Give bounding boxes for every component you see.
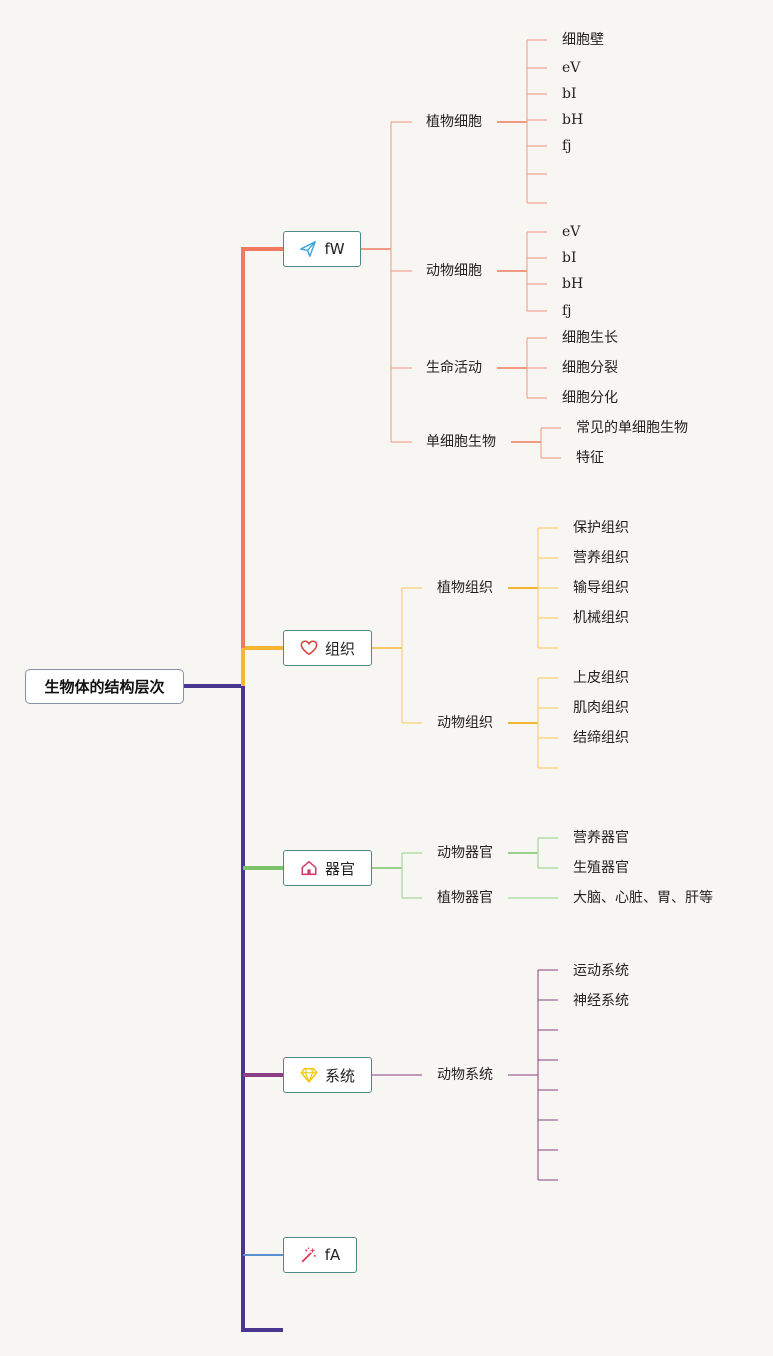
leaf-node[interactable]: 上皮组织: [573, 670, 629, 686]
node-organ[interactable]: 器官: [283, 850, 372, 886]
leaf-node[interactable]: 细胞生长: [562, 330, 618, 346]
paper-plane-icon: [299, 240, 317, 258]
leaf-node[interactable]: 大脑、心脏、胃、肝等: [573, 890, 713, 906]
node-label: 组织: [324, 639, 355, 658]
leaf-node[interactable]: eV: [562, 60, 581, 76]
leaf-node[interactable]: 营养组织: [573, 550, 629, 566]
house-icon: [300, 859, 318, 877]
sub-node-animal-tissue[interactable]: 动物组织: [437, 715, 493, 731]
node-tissue[interactable]: 组织: [283, 630, 372, 666]
node-label: 系统: [324, 1066, 355, 1085]
organ-branch-lines: [372, 837, 558, 899]
leaf-node[interactable]: bH: [562, 112, 584, 128]
leaf-node[interactable]: 保护组织: [573, 520, 629, 536]
sub-node-animal-organ[interactable]: 动物器官: [437, 845, 493, 861]
leaf-node[interactable]: 肌肉组织: [573, 700, 629, 716]
node-label: 器官: [324, 859, 355, 878]
leaf-node[interactable]: 常见的单细胞生物: [576, 420, 688, 436]
leaf-node[interactable]: fj: [562, 138, 572, 154]
leaf-node[interactable]: 特征: [576, 450, 604, 466]
sub-node-life-activity[interactable]: 生命活动: [426, 360, 482, 376]
leaf-node[interactable]: bI: [562, 86, 577, 102]
root-node[interactable]: 生物体的结构层次: [25, 669, 184, 704]
sub-node-animal-cell[interactable]: 动物细胞: [426, 263, 482, 279]
diamond-icon: [300, 1066, 318, 1084]
leaf-node[interactable]: 细胞分裂: [562, 360, 618, 376]
leaf-node[interactable]: 细胞分化: [562, 390, 618, 406]
leaf-node[interactable]: bI: [562, 250, 577, 266]
node-body[interactable]: fA: [283, 1237, 357, 1273]
magic-wand-icon: [300, 1246, 318, 1264]
sub-node-plant-cell[interactable]: 植物细胞: [426, 114, 482, 130]
leaf-node[interactable]: bH: [562, 276, 584, 292]
sub-node-single-cell-organism[interactable]: 单细胞生物: [426, 434, 496, 450]
cell-branch-lines: [361, 39, 561, 459]
heart-icon: [300, 639, 318, 657]
node-label: fW: [324, 240, 345, 258]
leaf-node[interactable]: 营养器官: [573, 830, 629, 846]
leaf-node[interactable]: 神经系统: [573, 993, 629, 1009]
leaf-node[interactable]: 运动系统: [573, 963, 629, 979]
sub-node-plant-organ[interactable]: 植物器官: [437, 890, 493, 906]
node-cell[interactable]: fW: [283, 231, 361, 267]
leaf-node[interactable]: eV: [562, 224, 581, 240]
leaf-node[interactable]: 细胞壁: [562, 32, 604, 48]
leaf-node[interactable]: 结缔组织: [573, 730, 629, 746]
node-label: fA: [324, 1246, 341, 1264]
leaf-node[interactable]: 输导组织: [573, 580, 629, 596]
leaf-node[interactable]: fj: [562, 303, 572, 319]
leaf-node[interactable]: 生殖器官: [573, 860, 629, 876]
leaf-node[interactable]: 机械组织: [573, 610, 629, 626]
tissue-branch-lines: [372, 527, 558, 769]
trunk-lines: [184, 247, 283, 1332]
sub-node-animal-system[interactable]: 动物系统: [437, 1067, 493, 1083]
system-branch-lines: [372, 969, 558, 1181]
sub-node-plant-tissue[interactable]: 植物组织: [437, 580, 493, 596]
node-system[interactable]: 系统: [283, 1057, 372, 1093]
